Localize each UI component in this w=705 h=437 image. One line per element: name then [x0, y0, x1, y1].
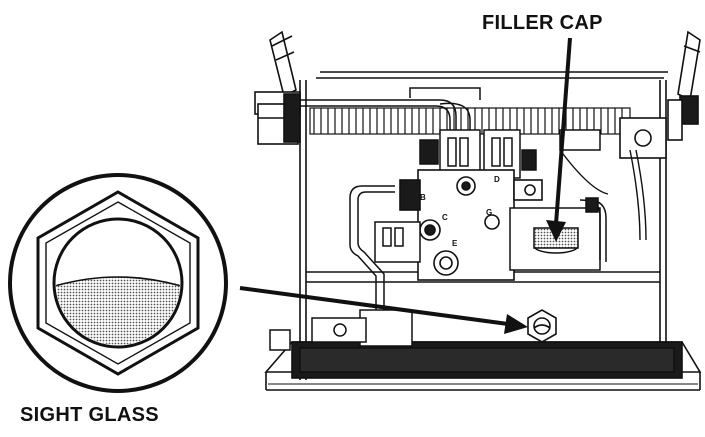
port-letter-g: G [486, 208, 492, 217]
port-letter-e: E [452, 239, 458, 248]
filler-cap-label: FILLER CAP [482, 12, 603, 34]
port-letter-c: C [442, 213, 448, 222]
upper-pipes [300, 87, 481, 165]
lower-left-valve [269, 221, 421, 351]
port-letter-d: D [494, 175, 500, 184]
leader-arrows [239, 37, 572, 334]
port-letter-b: B [420, 193, 426, 202]
left-return-pipe [349, 185, 395, 320]
right-hose [559, 149, 647, 241]
sight-glass-label: SIGHT GLASS [20, 404, 159, 426]
port-letters: B C D E G [420, 175, 500, 248]
base-tray [264, 341, 702, 391]
left-hook [254, 30, 301, 145]
sight-glass-fitting [527, 309, 557, 343]
right-hook [619, 30, 701, 159]
sight-glass-detail [8, 173, 228, 393]
manifold-block [399, 169, 543, 281]
